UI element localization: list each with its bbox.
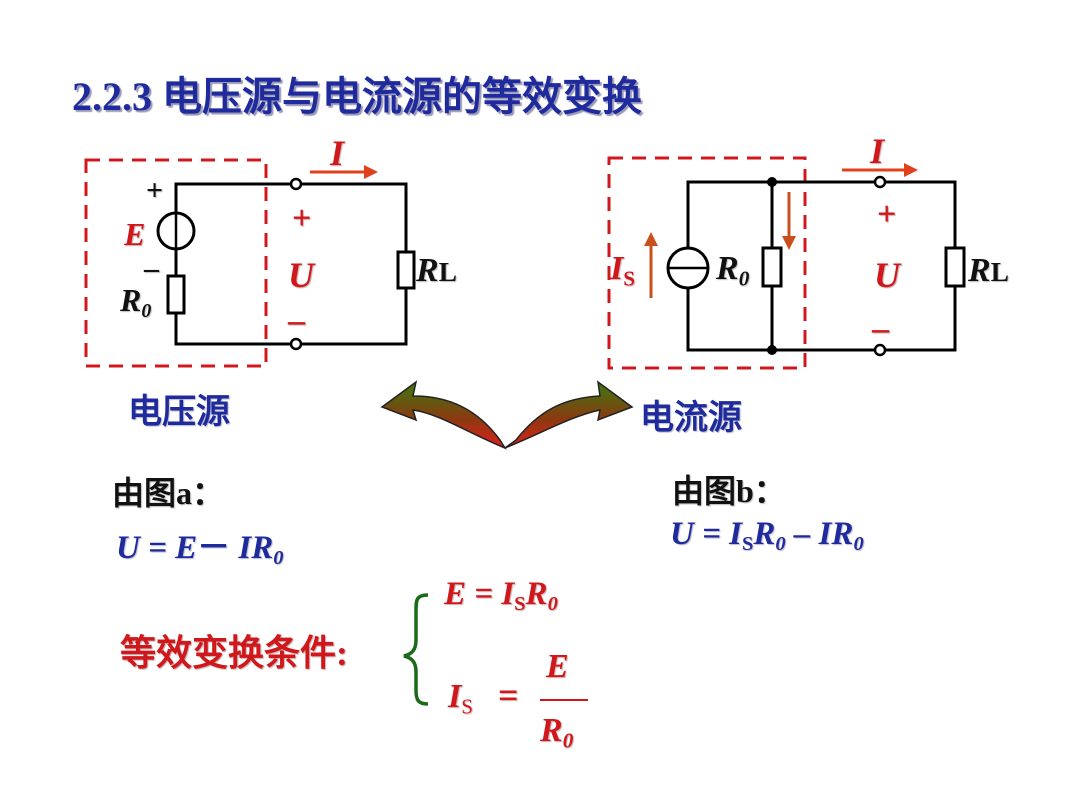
current-arrow-icon: [364, 165, 378, 179]
r0-label-b: R0: [716, 250, 750, 291]
junction-dot: [767, 345, 777, 355]
voltage-source-caption: 电压源: [128, 394, 230, 431]
current-source-circuit: [607, 156, 966, 370]
emf-label: E: [124, 216, 146, 252]
current-label-b: I: [870, 131, 885, 171]
page-title: 2.2.3 电压源与电流源的等效变换: [72, 74, 642, 119]
emf-minus-label: –: [144, 252, 159, 285]
from-figure-a-label: 由图a：: [112, 475, 225, 511]
equation-b: U = ISR0 – IR0: [670, 516, 864, 556]
voltage-source-circuit: [84, 158, 416, 368]
fraction-numerator: E: [546, 648, 569, 685]
rl-label-b: RL: [968, 252, 1009, 289]
is-label: IS: [610, 250, 635, 291]
resistor-current-arrow-icon: [782, 236, 796, 250]
exchange-arrows-icon: [380, 380, 634, 450]
voltage-minus-label-b: –: [872, 310, 889, 347]
voltage-source-box: [84, 158, 268, 368]
rl-resistor-icon: [396, 250, 416, 290]
condition-2-lhs: IS: [448, 678, 473, 719]
fraction-denominator: R0: [540, 712, 574, 753]
rl-resistor-icon: [944, 246, 966, 288]
terminal-icon: [873, 175, 887, 189]
voltage-plus-label-b: +: [877, 196, 897, 233]
condition-label: 等效变换条件:: [120, 633, 348, 673]
terminal-icon: [289, 177, 303, 191]
condition-1: E = ISR0: [444, 576, 558, 616]
current-arrow-icon: [904, 163, 918, 177]
current-source-caption: 电流源: [640, 400, 742, 437]
current-source-box: [607, 156, 807, 370]
r0-label-a: R0: [120, 282, 152, 322]
equation-a: U = E－ IR0: [116, 530, 284, 570]
from-figure-b-label: 由图b：: [672, 473, 786, 509]
voltage-label-a: U: [288, 255, 314, 295]
voltage-label-b: U: [874, 255, 900, 295]
voltage-plus-label-a: +: [292, 200, 312, 237]
terminal-icon: [873, 343, 887, 357]
r0-resistor-icon: [761, 246, 783, 288]
terminal-icon: [289, 337, 303, 351]
condition-2-equals: =: [498, 675, 519, 715]
source-current-arrow-icon: [644, 232, 658, 246]
brace-icon: [403, 593, 429, 706]
current-label-a: I: [330, 133, 345, 173]
emf-plus-label: +: [146, 174, 164, 207]
junction-dot: [767, 177, 777, 187]
voltage-minus-label-a: –: [288, 302, 305, 339]
r0-resistor-icon: [166, 274, 186, 315]
rl-label-a: RL: [416, 252, 457, 289]
